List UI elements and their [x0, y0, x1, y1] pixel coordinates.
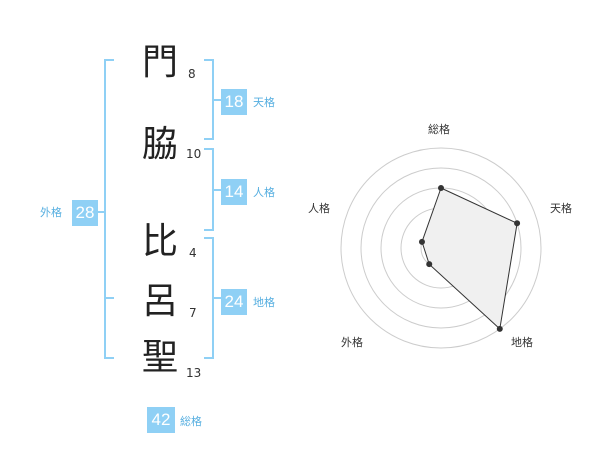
- radar-ring: [360, 167, 522, 329]
- gaikaku-label: 外格: [40, 206, 62, 219]
- soukaku-label: 総格: [180, 415, 202, 428]
- stroke-count-3: 4: [189, 246, 197, 260]
- radar-ring: [340, 147, 542, 349]
- radar-point: [438, 185, 444, 191]
- radar-axis-label-tenkaku: 天格: [550, 202, 572, 215]
- stroke-count-2: 10: [186, 147, 202, 161]
- name-char-2: 脇: [141, 124, 178, 165]
- name-char-1: 門: [141, 42, 178, 83]
- name-char-5: 聖: [141, 337, 178, 378]
- radar-axis-label-soukaku: 総格: [428, 123, 450, 136]
- stroke-count-1: 8: [188, 67, 196, 81]
- stroke-count-4: 7: [189, 306, 197, 320]
- radar-points: [418, 185, 521, 332]
- radar-polygon: [421, 187, 518, 330]
- gaikaku-badge: 28: [72, 200, 98, 226]
- chikaku-badge: 24: [221, 289, 247, 315]
- radar-axis-label-jinkaku: 人格: [308, 202, 330, 215]
- radar-point: [496, 325, 503, 332]
- radar-point: [514, 220, 521, 227]
- name-char-4: 呂: [141, 281, 178, 322]
- soukaku-badge: 42: [147, 407, 175, 433]
- radar-axis-label-gaikaku: 外格: [341, 336, 363, 349]
- tenkaku-badge: 18: [221, 89, 247, 115]
- jinkaku-badge: 14: [221, 179, 247, 205]
- name-char-3: 比: [141, 221, 178, 262]
- radar-axis-label-chikaku: 地格: [511, 336, 533, 349]
- chikaku-label: 地格: [253, 296, 275, 309]
- radar-point: [418, 238, 425, 245]
- jinkaku-label: 人格: [253, 186, 275, 199]
- radar-point: [426, 261, 433, 268]
- stroke-count-5: 13: [186, 366, 202, 380]
- tenkaku-label: 天格: [253, 96, 275, 109]
